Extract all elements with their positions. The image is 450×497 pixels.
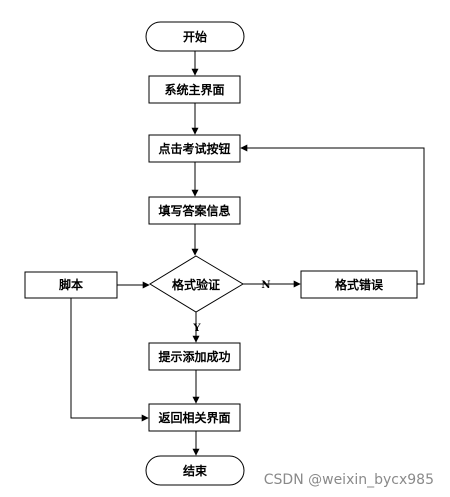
edge-label-no: N bbox=[261, 280, 270, 291]
arrow-script-to-return bbox=[70, 298, 149, 422]
click-exam-label: 点击考试按钮 bbox=[158, 141, 230, 156]
start-terminal: 开始 bbox=[145, 21, 245, 52]
end-terminal: 结束 bbox=[145, 455, 245, 486]
end-label: 结束 bbox=[183, 463, 208, 478]
fill-answer-label: 填写答案信息 bbox=[158, 203, 230, 218]
add-success-box: 提示添加成功 bbox=[148, 342, 241, 371]
return-ui-label: 返回相关界面 bbox=[158, 410, 230, 425]
return-ui-box: 返回相关界面 bbox=[148, 403, 241, 432]
arrow-error-to-click bbox=[240, 144, 425, 285]
edge-label-yes: Y bbox=[192, 323, 201, 334]
watermark-text: CSDN @weixin_bycx985 bbox=[264, 472, 434, 488]
add-success-label: 提示添加成功 bbox=[158, 349, 230, 364]
start-label: 开始 bbox=[183, 29, 207, 44]
main-ui-box: 系统主界面 bbox=[148, 75, 241, 104]
main-ui-label: 系统主界面 bbox=[164, 82, 224, 97]
format-error-box: 格式错误 bbox=[300, 270, 418, 299]
click-exam-box: 点击考试按钮 bbox=[148, 134, 241, 163]
script-label: 脚本 bbox=[59, 277, 83, 292]
fill-answer-box: 填写答案信息 bbox=[148, 196, 241, 225]
format-error-label: 格式错误 bbox=[335, 277, 384, 292]
script-box: 脚本 bbox=[24, 271, 118, 299]
validate-diamond: 格式验证 bbox=[149, 255, 244, 313]
validate-label: 格式验证 bbox=[172, 277, 220, 292]
